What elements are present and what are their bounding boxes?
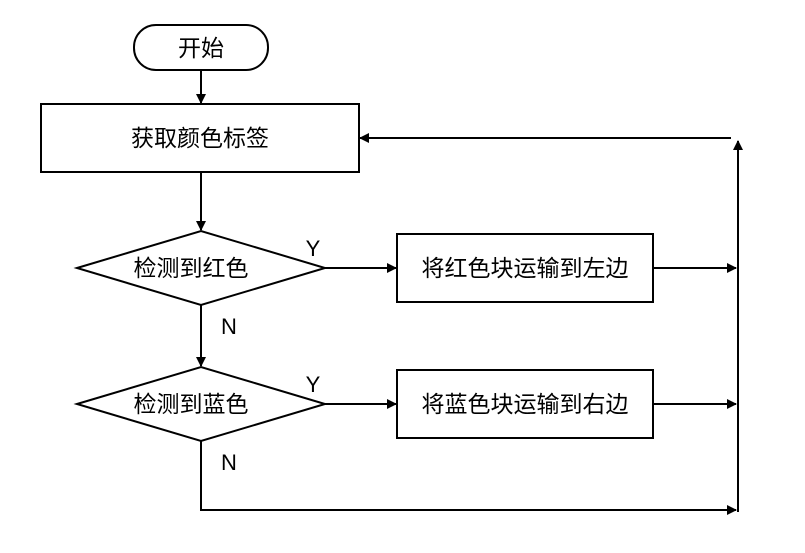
transport-red-label: 将红色块运输到左边 [422,256,629,282]
transport-blue-label: 将蓝色块运输到右边 [422,392,629,418]
start-label: 开始 [178,36,224,62]
transport-blue-box [396,369,654,439]
get-color-tag-box [40,103,360,173]
red-yes-label: Y [306,236,321,261]
edge-blue-no [200,441,737,515]
blue-no-label: N [221,450,237,475]
blue-yes-label: Y [306,372,321,397]
detect-red-label: 检测到红色 [134,256,249,282]
get-color-tag-label: 获取颜色标签 [131,126,269,152]
red-no-label: N [221,314,237,339]
detect-blue-label: 检测到蓝色 [134,392,249,418]
